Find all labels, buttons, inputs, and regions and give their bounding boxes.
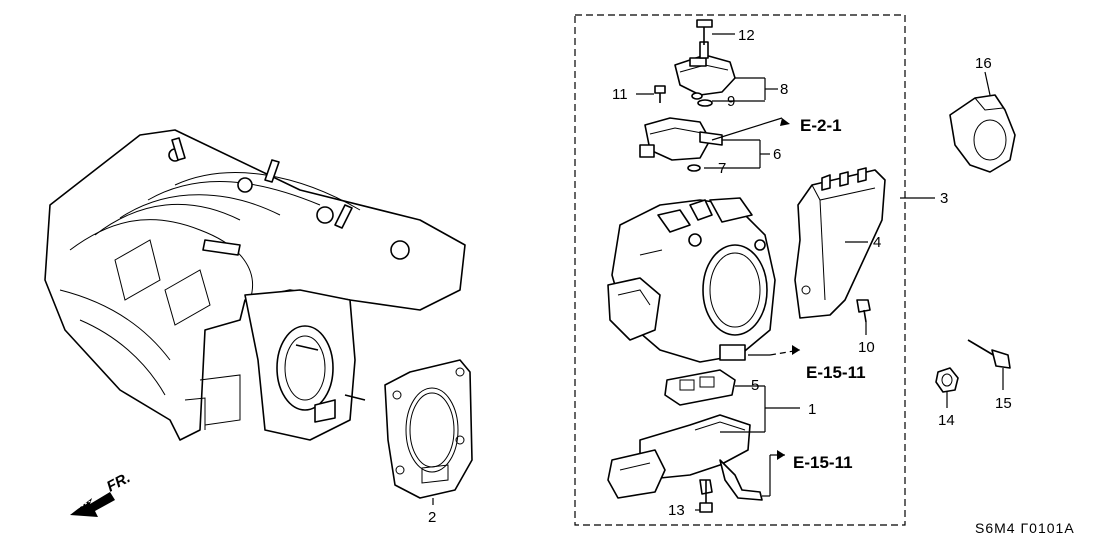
bolt-10 [856,299,871,323]
callout-10: 10 [858,339,875,356]
callout-8: 8 [780,81,788,98]
bolt-11 [654,85,666,103]
front-direction-arrow: FR. [70,469,133,517]
callout-1: 1 [808,401,816,418]
callout-4: 4 [873,234,881,251]
callout-3: 3 [940,190,948,207]
nut [935,367,959,393]
callout-2: 2 [428,509,436,526]
throttle-body [607,197,776,363]
callout-14: 14 [938,412,955,429]
bolt-13 [699,480,713,513]
callout-7: 7 [718,160,726,177]
callout-9: 9 [727,93,735,110]
callout-6: 6 [773,146,781,163]
reference-e-15-11-throttle: E-15-11 [806,363,866,382]
callout-labels: 1 2 3 4 5 6 7 8 9 10 11 12 13 14 15 16 [428,27,1012,526]
callout-13: 13 [668,502,685,519]
iat-sensor [639,117,723,172]
assembly-boundary [574,14,906,526]
callout-5: 5 [751,377,759,394]
gasket [384,359,473,499]
callout-11: 11 [612,86,628,103]
stud-bolt [967,339,1011,369]
iac-valve [607,414,763,501]
leader-lines [432,33,1004,511]
bracket [794,167,886,319]
diagram-code: S6M4 Γ0101A [975,520,1075,536]
reference-e-15-11-iacv: E-15-11 [793,453,853,472]
cover [949,94,1016,173]
iacv-gasket [664,369,736,406]
callout-15: 15 [995,395,1012,412]
intake-manifold [44,129,466,441]
callout-16: 16 [975,55,992,72]
map-sensor [674,19,736,107]
reference-e-2-1: E-2-1 [800,116,842,135]
front-direction-label: FR. [104,469,133,495]
callout-12: 12 [738,27,755,44]
reference-labels: E-2-1 E-15-11 E-15-11 [793,116,866,472]
